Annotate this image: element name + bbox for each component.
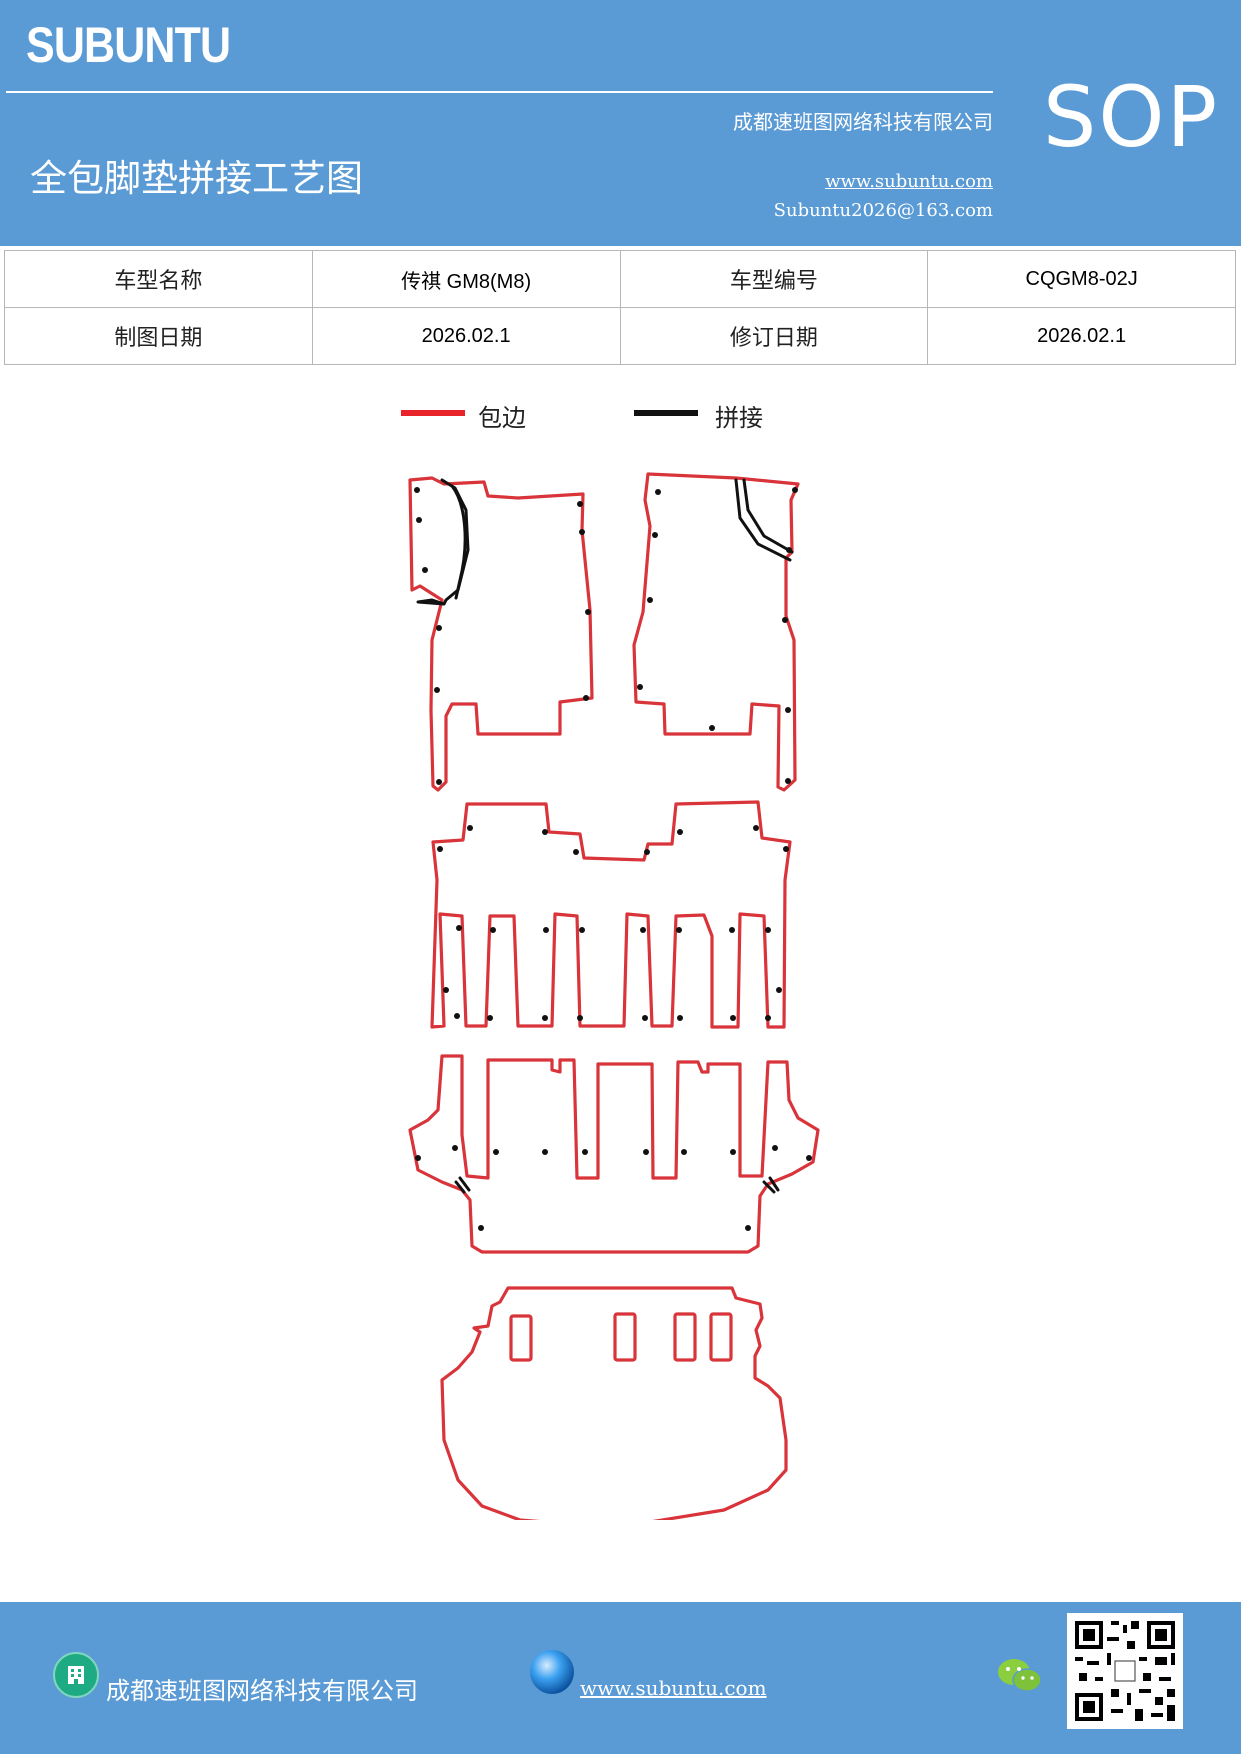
email-address: Subuntu2026@163.com xyxy=(773,200,993,221)
brand-logo: SUBUNTU xyxy=(26,17,231,73)
third-row-seam-right xyxy=(762,1176,780,1194)
trunk-slot xyxy=(709,1312,733,1362)
table-row: 制图日期 2026.02.1 修订日期 2026.02.1 xyxy=(4,307,1236,365)
label-revision-date: 修订日期 xyxy=(619,307,929,365)
label-model-code: 车型编号 xyxy=(619,250,929,308)
front-left-seam-inner xyxy=(450,484,467,600)
globe-icon xyxy=(530,1650,574,1694)
second-row-mat-outline xyxy=(430,800,792,1029)
front-left-mat-outline xyxy=(410,478,591,790)
footer-banner: 成都速班图网络科技有限公司 www.subuntu.com xyxy=(0,1602,1241,1754)
legend-edge-swatch xyxy=(401,410,465,416)
front-right-mat-edge xyxy=(635,474,798,792)
header-divider xyxy=(6,91,993,93)
front-right-mat-edge2 xyxy=(632,472,800,792)
value-revision-date: 2026.02.1 xyxy=(927,307,1236,365)
value-model-name: 传祺 GM8(M8) xyxy=(311,250,621,308)
floor-mat-diagram xyxy=(408,472,820,1520)
trunk-slot xyxy=(509,1314,533,1362)
third-row-seam-left xyxy=(454,1176,471,1194)
trunk-slot xyxy=(673,1312,697,1362)
legend-edge-label: 包边 xyxy=(478,404,526,432)
front-left-mat-edge xyxy=(408,476,594,792)
label-draw-date: 制图日期 xyxy=(4,307,313,365)
value-model-code: CQGM8-02J xyxy=(927,250,1236,308)
website-link[interactable]: www.subuntu.com xyxy=(825,171,993,192)
front-right-seam-inner xyxy=(742,478,794,554)
legend: 包边 拼接 xyxy=(0,398,1241,438)
legend-seam-label: 拼接 xyxy=(715,404,763,432)
header-banner: SUBUNTU 成都速班图网络科技有限公司 全包脚垫拼接工艺图 www.subu… xyxy=(0,0,1241,246)
sop-badge: SOP xyxy=(1043,68,1220,166)
legend-seam-swatch xyxy=(634,410,698,416)
building-icon xyxy=(53,1652,99,1698)
document-title: 全包脚垫拼接工艺图 xyxy=(30,157,363,200)
trunk-mat-outline xyxy=(440,1286,788,1520)
footer-company-name: 成都速班图网络科技有限公司 xyxy=(106,1677,418,1705)
value-draw-date: 2026.02.1 xyxy=(311,307,621,365)
third-row-mat-outline xyxy=(408,1054,820,1254)
company-name: 成都速班图网络科技有限公司 xyxy=(733,110,993,134)
trunk-slot xyxy=(613,1312,637,1362)
vehicle-info-table: 车型名称 传祺 GM8(M8) 车型编号 CQGM8-02J 制图日期 2026… xyxy=(4,250,1236,365)
wechat-icon[interactable] xyxy=(996,1654,1044,1698)
footer-website-link[interactable]: www.subuntu.com xyxy=(580,1676,767,1700)
table-row: 车型名称 传祺 GM8(M8) 车型编号 CQGM8-02J xyxy=(4,250,1236,308)
front-right-seam-outer xyxy=(734,478,792,562)
qr-code xyxy=(1067,1613,1183,1729)
label-model-name: 车型名称 xyxy=(4,250,313,308)
